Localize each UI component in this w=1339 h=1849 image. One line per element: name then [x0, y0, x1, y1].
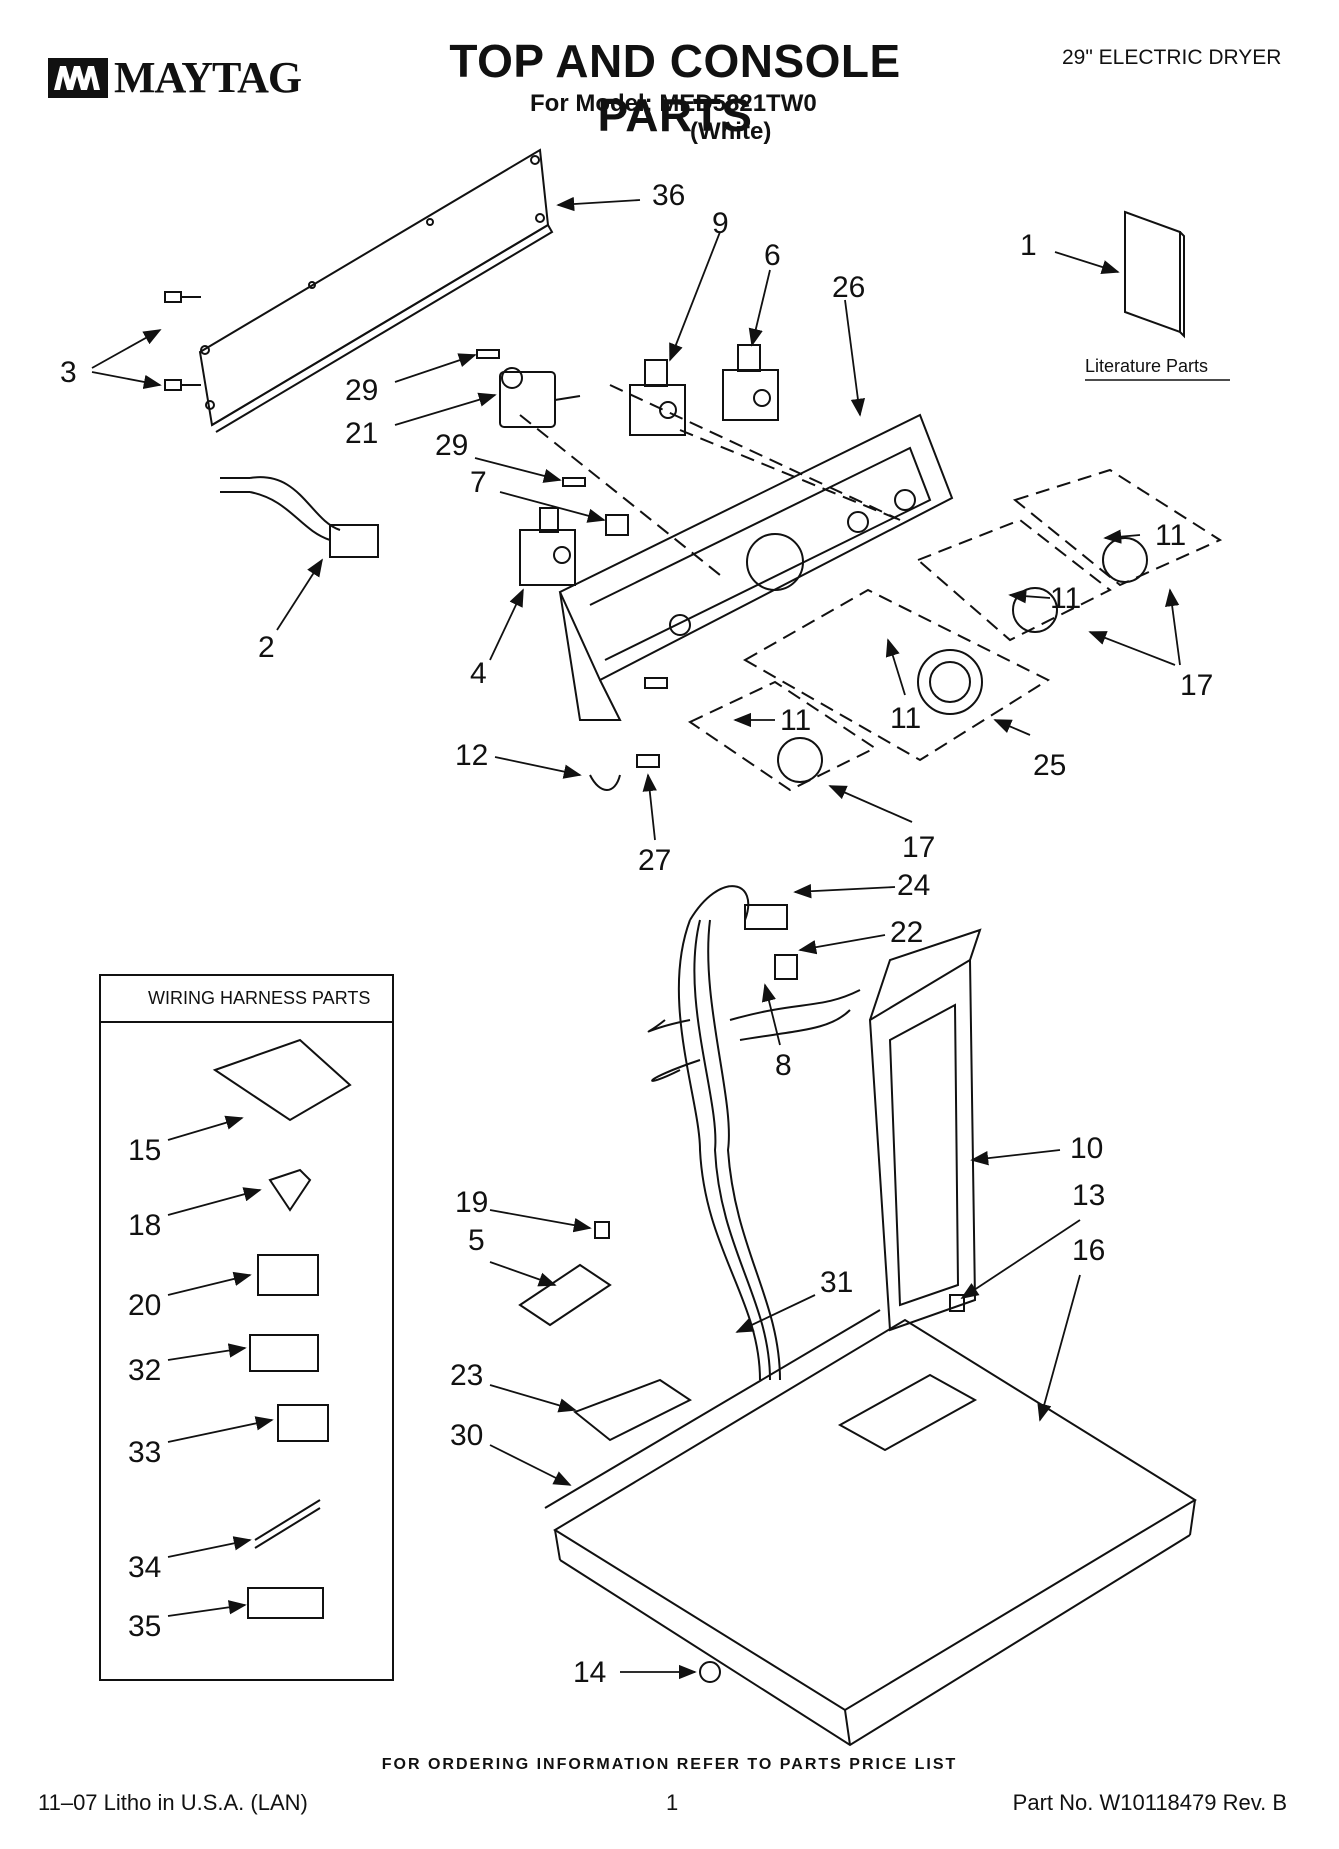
screw-29b-part	[562, 477, 586, 487]
switch-part-4	[519, 507, 576, 586]
screw-part	[164, 291, 201, 391]
callout-26: 26	[832, 271, 865, 304]
callout-35: 35	[128, 1610, 161, 1643]
literature-part	[1124, 210, 1185, 339]
callout-3: 3	[60, 356, 77, 389]
label-part	[636, 754, 660, 768]
screw-13-part	[949, 1294, 965, 1312]
connector-20-part	[257, 1254, 319, 1296]
clip-part	[589, 774, 621, 791]
callout-11c: 11	[890, 702, 921, 735]
callout-16: 16	[1072, 1234, 1105, 1267]
callout-20: 20	[128, 1289, 161, 1322]
knob-assembly-boxes	[519, 384, 1223, 792]
bracket-part-5	[518, 1263, 612, 1327]
callout-23: 23	[450, 1359, 483, 1392]
callout-labels: 36 9 6 26 1 3 29 21 29 7 2 4 11 11 11 11…	[60, 179, 1213, 1689]
callout-21: 21	[345, 417, 378, 450]
callout-22: 22	[890, 916, 923, 949]
console-part	[558, 413, 954, 721]
part-number: Part No. W10118479 Rev. B	[1012, 1790, 1287, 1815]
callout-33: 33	[128, 1436, 161, 1469]
callout-25: 25	[1033, 749, 1066, 782]
lint-screen-part	[868, 928, 982, 1332]
litho-text: 11–07 Litho in U.S.A. (LAN)	[38, 1790, 308, 1815]
washer-part	[699, 1661, 721, 1683]
callout-11b: 11	[1050, 582, 1081, 615]
connector-35-part	[247, 1587, 324, 1619]
literature-label: Literature Parts	[1085, 356, 1208, 376]
callout-18: 18	[128, 1209, 161, 1242]
ordering-note: FOR ORDERING INFORMATION REFER TO PARTS …	[381, 1756, 958, 1773]
top-panel-part	[553, 1318, 1197, 1747]
switch-part-6	[722, 344, 779, 421]
callout-6: 6	[764, 239, 781, 272]
callout-1: 1	[1020, 229, 1037, 262]
screw-19-part	[594, 1221, 610, 1239]
connector-18-part	[268, 1168, 312, 1212]
callout-30: 30	[450, 1419, 483, 1452]
wiring-harness-part	[647, 885, 861, 1381]
shield-part-23	[573, 1378, 692, 1442]
callout-27: 27	[638, 844, 671, 877]
switch-part-9	[629, 359, 686, 436]
callout-34: 34	[128, 1551, 161, 1584]
callout-4: 4	[470, 657, 487, 690]
callout-9: 9	[712, 207, 729, 240]
timer-part	[499, 367, 581, 428]
callout-24: 24	[897, 869, 930, 902]
wiring-harness-box: WIRING HARNESS PARTS	[99, 974, 394, 1681]
screw-29a-part	[476, 349, 500, 359]
callout-19: 19	[455, 1186, 488, 1219]
product-label: 29" ELECTRIC DRYER	[1062, 46, 1282, 69]
rear-bracket-part	[198, 148, 554, 433]
callout-36: 36	[652, 179, 685, 212]
callout-5: 5	[468, 1224, 485, 1257]
callout-2: 2	[258, 631, 275, 664]
connector-15-part	[212, 1038, 352, 1122]
terminal-34-part	[254, 1499, 321, 1549]
callout-29b: 29	[435, 429, 468, 462]
callout-31: 31	[820, 1266, 853, 1299]
page-title: TOP AND CONSOLE PARTS	[449, 35, 901, 141]
knob-part	[777, 537, 1148, 783]
model-line: For Model: MED5821TW0	[530, 90, 817, 117]
callout-10: 10	[1070, 1132, 1103, 1165]
callout-17a: 17	[1180, 669, 1213, 702]
callout-12: 12	[455, 739, 488, 772]
callout-7: 7	[470, 466, 487, 499]
callout-32: 32	[128, 1354, 161, 1387]
thermistor-part	[605, 514, 629, 536]
harness-plug-part	[220, 476, 379, 558]
seal-strip-part	[544, 1309, 881, 1509]
callout-13: 13	[1072, 1179, 1105, 1212]
callout-17b: 17	[902, 831, 935, 864]
wiring-box-title: WIRING HARNESS PARTS	[148, 988, 370, 1008]
brand-name: MAYTAG	[114, 53, 302, 102]
callout-15: 15	[128, 1134, 161, 1167]
connector-32-part	[249, 1334, 319, 1372]
page-number: 1	[666, 1790, 679, 1815]
color-line: (White)	[690, 118, 772, 145]
callout-8: 8	[775, 1049, 792, 1082]
maytag-m-icon	[48, 57, 108, 98]
brand-logo: MAYTAG	[48, 52, 302, 103]
callout-29a: 29	[345, 374, 378, 407]
callout-11d: 11	[780, 704, 811, 737]
callout-14: 14	[573, 1656, 606, 1689]
connector-33-part	[277, 1404, 329, 1442]
callout-11a: 11	[1155, 519, 1186, 552]
